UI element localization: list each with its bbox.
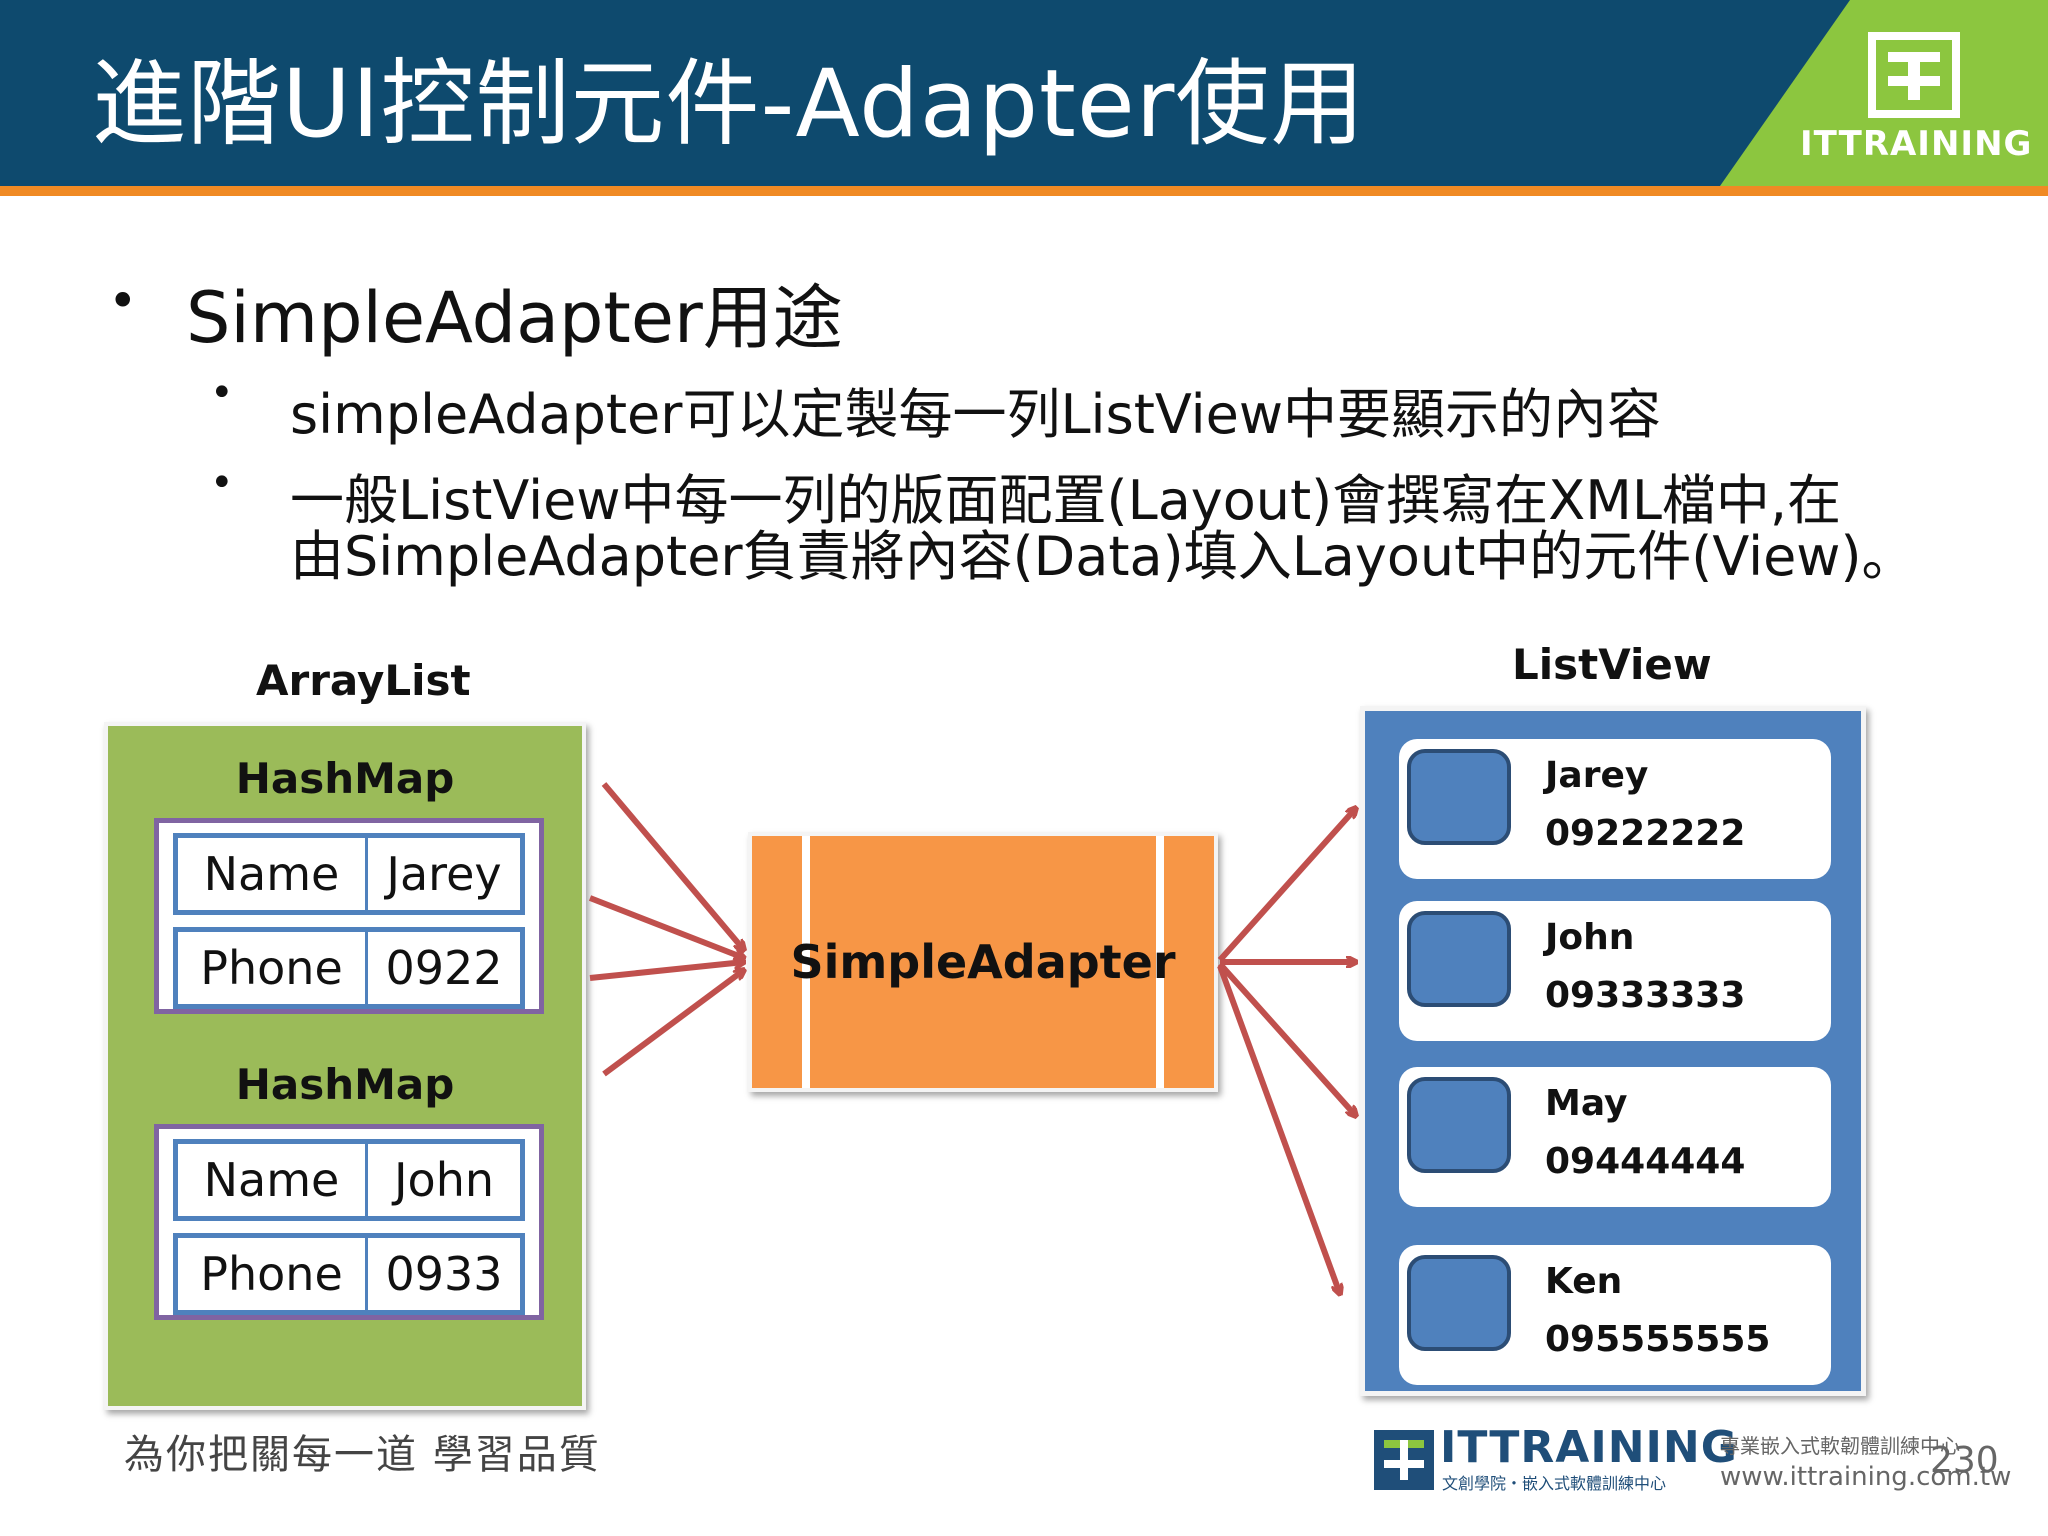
adapter-divider [1156,836,1164,1088]
arrow-to-listview [1217,961,1356,1116]
simple-adapter-box: SimpleAdapter [748,832,1218,1092]
arrow-into-adapter [589,962,744,981]
list-item-image-icon [1407,1255,1511,1351]
sub-bullet-2-line-1: 一般ListView中每一列的版面配置(Layout)會撰寫在XML檔中,在 [290,469,1842,532]
arrow-to-listview [1217,964,1340,1294]
page-number: 230 [1930,1440,1999,1481]
list-item-name: John [1545,917,1635,958]
hashmap-key: Name [178,1144,368,1216]
bullet-marker: • [108,272,138,330]
list-item: Jarey 09222222 [1399,739,1831,879]
sub-bullet-marker: • [210,460,234,506]
arrow-into-adapter [601,782,744,950]
hashmap-value: John [393,1153,495,1207]
header-band [0,0,2048,196]
list-item-phone: 09333333 [1545,975,1746,1016]
brand-wordmark: ITTRAINING [1800,124,2033,164]
listview-container: Jarey 09222222 John 09333333 May 0944444… [1360,706,1866,1396]
footer-brand: ITTRAINING [1440,1422,1738,1473]
hashmap-row: Phone 0933 [173,1233,525,1315]
arraylist-label: ArrayList [256,656,471,705]
list-item-image-icon [1407,749,1511,845]
hashmap-value: Jarey [386,847,502,901]
brand-logo-icon [1868,32,1960,118]
footer-tagline: 專業嵌入式軟韌體訓練中心 [1720,1434,1960,1458]
hashmap-row: Name John [173,1139,525,1221]
hashmap-frame: Name John Phone 0933 [154,1124,544,1320]
list-item-phone: 09222222 [1545,813,1746,854]
list-item-name: May [1545,1083,1628,1124]
listview-label: ListView [1512,640,1712,689]
simple-adapter-label: SimpleAdapter [790,935,1176,989]
arrow-to-listview [1217,808,1356,963]
footer-url: www.ittraining.com.tw [1720,1462,2012,1492]
list-item-name: Jarey [1545,755,1649,796]
hashmap-row: Phone 0922 [173,927,525,1009]
hashmap-label: HashMap [235,1060,455,1109]
adapter-divider [802,836,810,1088]
list-item: Ken 095555555 [1399,1245,1831,1385]
footer-logo-icon [1374,1430,1434,1490]
list-item: May 09444444 [1399,1067,1831,1207]
hashmap-value: 0922 [385,941,503,995]
footer-brand-subtitle: 文創學院・嵌入式軟體訓練中心 [1442,1474,1667,1493]
sub-bullet-marker: • [210,370,234,416]
slide-header: 進階UI控制元件-Adapter使用 ITTRAINING [0,0,2048,196]
list-item-image-icon [1407,1077,1511,1173]
list-item-phone: 095555555 [1545,1319,1771,1360]
sub-bullet-2-line-2: 由SimpleAdapter負責將內容(Data)填入Layout中的元件(Vi… [290,525,1916,588]
hashmap-key: Name [178,838,368,910]
hashmap-key: Phone [178,932,368,1004]
hashmap-label: HashMap [235,754,455,803]
list-item-phone: 09444444 [1545,1141,1746,1182]
hashmap-key: Phone [178,1238,368,1310]
arraylist-container: HashMap Name Jarey Phone 0922 HashMap Na… [104,722,586,1410]
list-item-image-icon [1407,911,1511,1007]
footer-slogan: 為你把關每一道 學習品質 [124,1432,601,1478]
arrow-into-adapter [602,970,744,1077]
list-item-name: Ken [1545,1261,1623,1302]
hashmap-value: 0933 [385,1247,503,1301]
hashmap-frame: Name Jarey Phone 0922 [154,818,544,1014]
list-item: John 09333333 [1399,901,1831,1041]
arrow-into-adapter [588,895,744,958]
slide-title: 進階UI控制元件-Adapter使用 [92,50,1366,159]
sub-bullet-1: simpleAdapter可以定製每一列ListView中要顯示的內容 [290,383,1662,446]
bullet-main: SimpleAdapter用途 [186,277,843,359]
hashmap-row: Name Jarey [173,833,525,915]
